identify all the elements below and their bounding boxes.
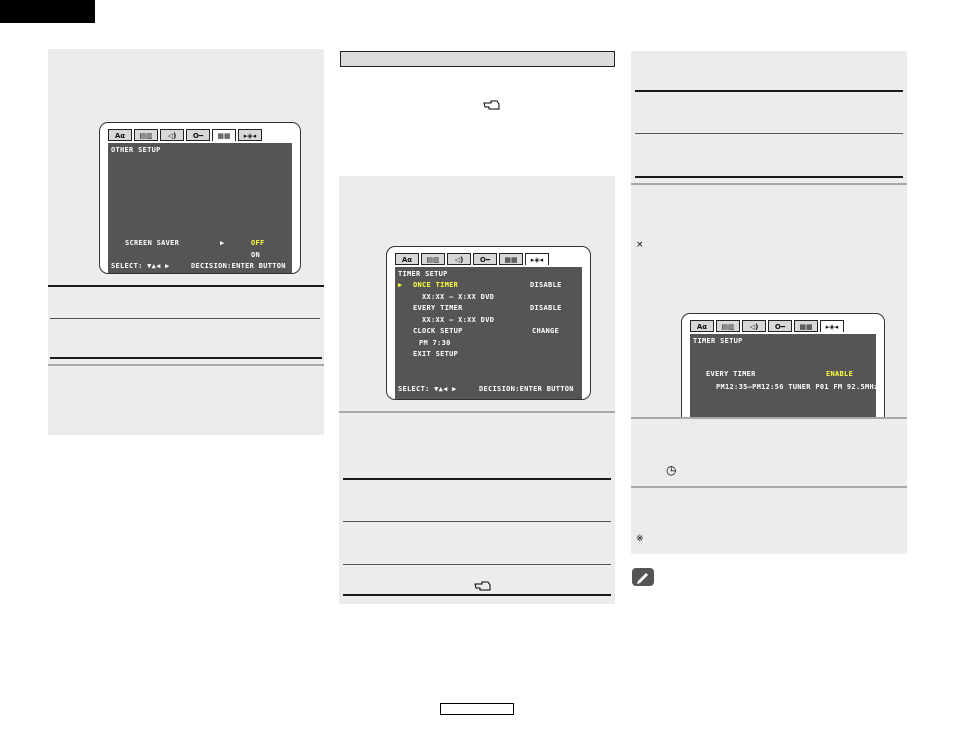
- every-timer-time: XX:XX — X:XX DVD: [422, 316, 495, 324]
- audio-tab-icon: ◁): [160, 129, 184, 141]
- footer-select: SELECT: ▼▲◀ ▶: [111, 262, 170, 270]
- divider: [635, 176, 903, 178]
- once-timer-label: ONCE TIMER: [413, 281, 459, 289]
- other-tab-icon: ▦▦: [212, 129, 236, 141]
- reference-hand-icon: [474, 581, 491, 591]
- page-number-box: [440, 703, 514, 715]
- audio-tab-icon: ◁): [447, 253, 471, 265]
- section-header-bar: [340, 51, 615, 67]
- every-timer-status: DISABLE: [530, 304, 562, 312]
- once-timer-time: XX:XX — X:XX DVD: [422, 293, 495, 301]
- divider: [631, 183, 907, 185]
- screen-title: TIMER SETUP: [398, 270, 448, 278]
- cursor-arrow-icon: ▶: [398, 281, 403, 289]
- screen-saver-off: OFF: [251, 239, 265, 247]
- rating-tab-icon: O━: [186, 129, 210, 141]
- screen-saver-label: SCREEN SAVER: [125, 239, 180, 247]
- osd-screen-area: OTHER SETUP SCREEN SAVER ▶ OFF ON SELECT…: [108, 143, 292, 273]
- divider: [50, 318, 320, 319]
- every-timer-label: EVERY TIMER: [413, 304, 463, 312]
- divider: [339, 411, 615, 413]
- setup-tabs: Aα ▤▥ ◁) O━ ▦▦ ▸◈◂: [690, 320, 846, 334]
- timer-schedule: PM12:35—PM12:56 TUNER P01 FM 92.5MHz: [716, 383, 879, 391]
- timer-setup-screen-enabled: Aα ▤▥ ◁) O━ ▦▦ ▸◈◂ TIMER SETUP EVERY TIM…: [681, 313, 885, 418]
- every-timer-label: EVERY TIMER: [706, 370, 756, 378]
- language-tab-icon: Aα: [690, 320, 714, 332]
- screen-title: TIMER SETUP: [693, 337, 743, 345]
- note-mark: ×: [636, 240, 644, 250]
- rating-tab-icon: O━: [473, 253, 497, 265]
- clock-icon: ◷: [666, 463, 677, 477]
- screen-saver-on: ON: [251, 251, 261, 259]
- clock-setup-action: CHANGE: [532, 327, 560, 335]
- reference-hand-icon: [483, 100, 500, 110]
- other-tab-icon: ▦▦: [794, 320, 818, 332]
- divider: [343, 478, 611, 480]
- timer-tab-icon: ▸◈◂: [820, 320, 844, 332]
- picture-tab-icon: ▤▥: [421, 253, 445, 265]
- divider: [48, 285, 324, 287]
- divider: [343, 521, 611, 522]
- language-tab-icon: Aα: [395, 253, 419, 265]
- language-tab-icon: Aα: [108, 129, 132, 141]
- divider: [635, 133, 903, 134]
- screen-title: OTHER SETUP: [111, 146, 161, 154]
- picture-tab-icon: ▤▥: [134, 129, 158, 141]
- osd-screen-area: TIMER SETUP EVERY TIMER ENABLE PM12:35—P…: [690, 334, 879, 418]
- divider: [343, 564, 611, 565]
- setup-tabs: Aα ▤▥ ◁) O━ ▦▦ ▸◈◂: [108, 129, 264, 143]
- once-timer-status: DISABLE: [530, 281, 562, 289]
- clock-setup-label: CLOCK SETUP: [413, 327, 463, 335]
- exit-setup-label: EXIT SETUP: [413, 350, 459, 358]
- other-setup-screen: Aα ▤▥ ◁) O━ ▦▦ ▸◈◂ OTHER SETUP SCREEN SA…: [99, 122, 301, 274]
- divider: [631, 486, 907, 488]
- osd-screen-area: TIMER SETUP ▶ ONCE TIMER DISABLE XX:XX —…: [395, 267, 582, 399]
- divider: [50, 357, 322, 359]
- rating-tab-icon: O━: [768, 320, 792, 332]
- pencil-icon: [632, 568, 654, 586]
- timer-setup-screen: Aα ▤▥ ◁) O━ ▦▦ ▸◈◂ TIMER SETUP ▶ ONCE TI…: [386, 246, 591, 400]
- footer-decision: DECISION:ENTER BUTTON: [191, 262, 286, 270]
- audio-tab-icon: ◁): [742, 320, 766, 332]
- footer-select: SELECT: ▼▲◀ ▶: [398, 385, 457, 393]
- timer-tab-icon: ▸◈◂: [525, 253, 549, 265]
- note-mark: ※: [636, 534, 644, 544]
- right-panel: [631, 51, 907, 554]
- divider: [631, 417, 907, 419]
- clock-time: PM 7:30: [419, 339, 451, 347]
- picture-tab-icon: ▤▥: [716, 320, 740, 332]
- divider: [343, 594, 611, 596]
- other-tab-icon: ▦▦: [499, 253, 523, 265]
- every-timer-status: ENABLE: [826, 370, 854, 378]
- divider: [48, 364, 324, 366]
- timer-tab-icon: ▸◈◂: [238, 129, 262, 141]
- setup-tabs: Aα ▤▥ ◁) O━ ▦▦ ▸◈◂: [395, 253, 551, 267]
- language-tab: [0, 0, 95, 23]
- footer-decision: DECISION:ENTER BUTTON: [479, 385, 574, 393]
- cursor-arrow-icon: ▶: [220, 239, 225, 247]
- divider: [635, 90, 903, 92]
